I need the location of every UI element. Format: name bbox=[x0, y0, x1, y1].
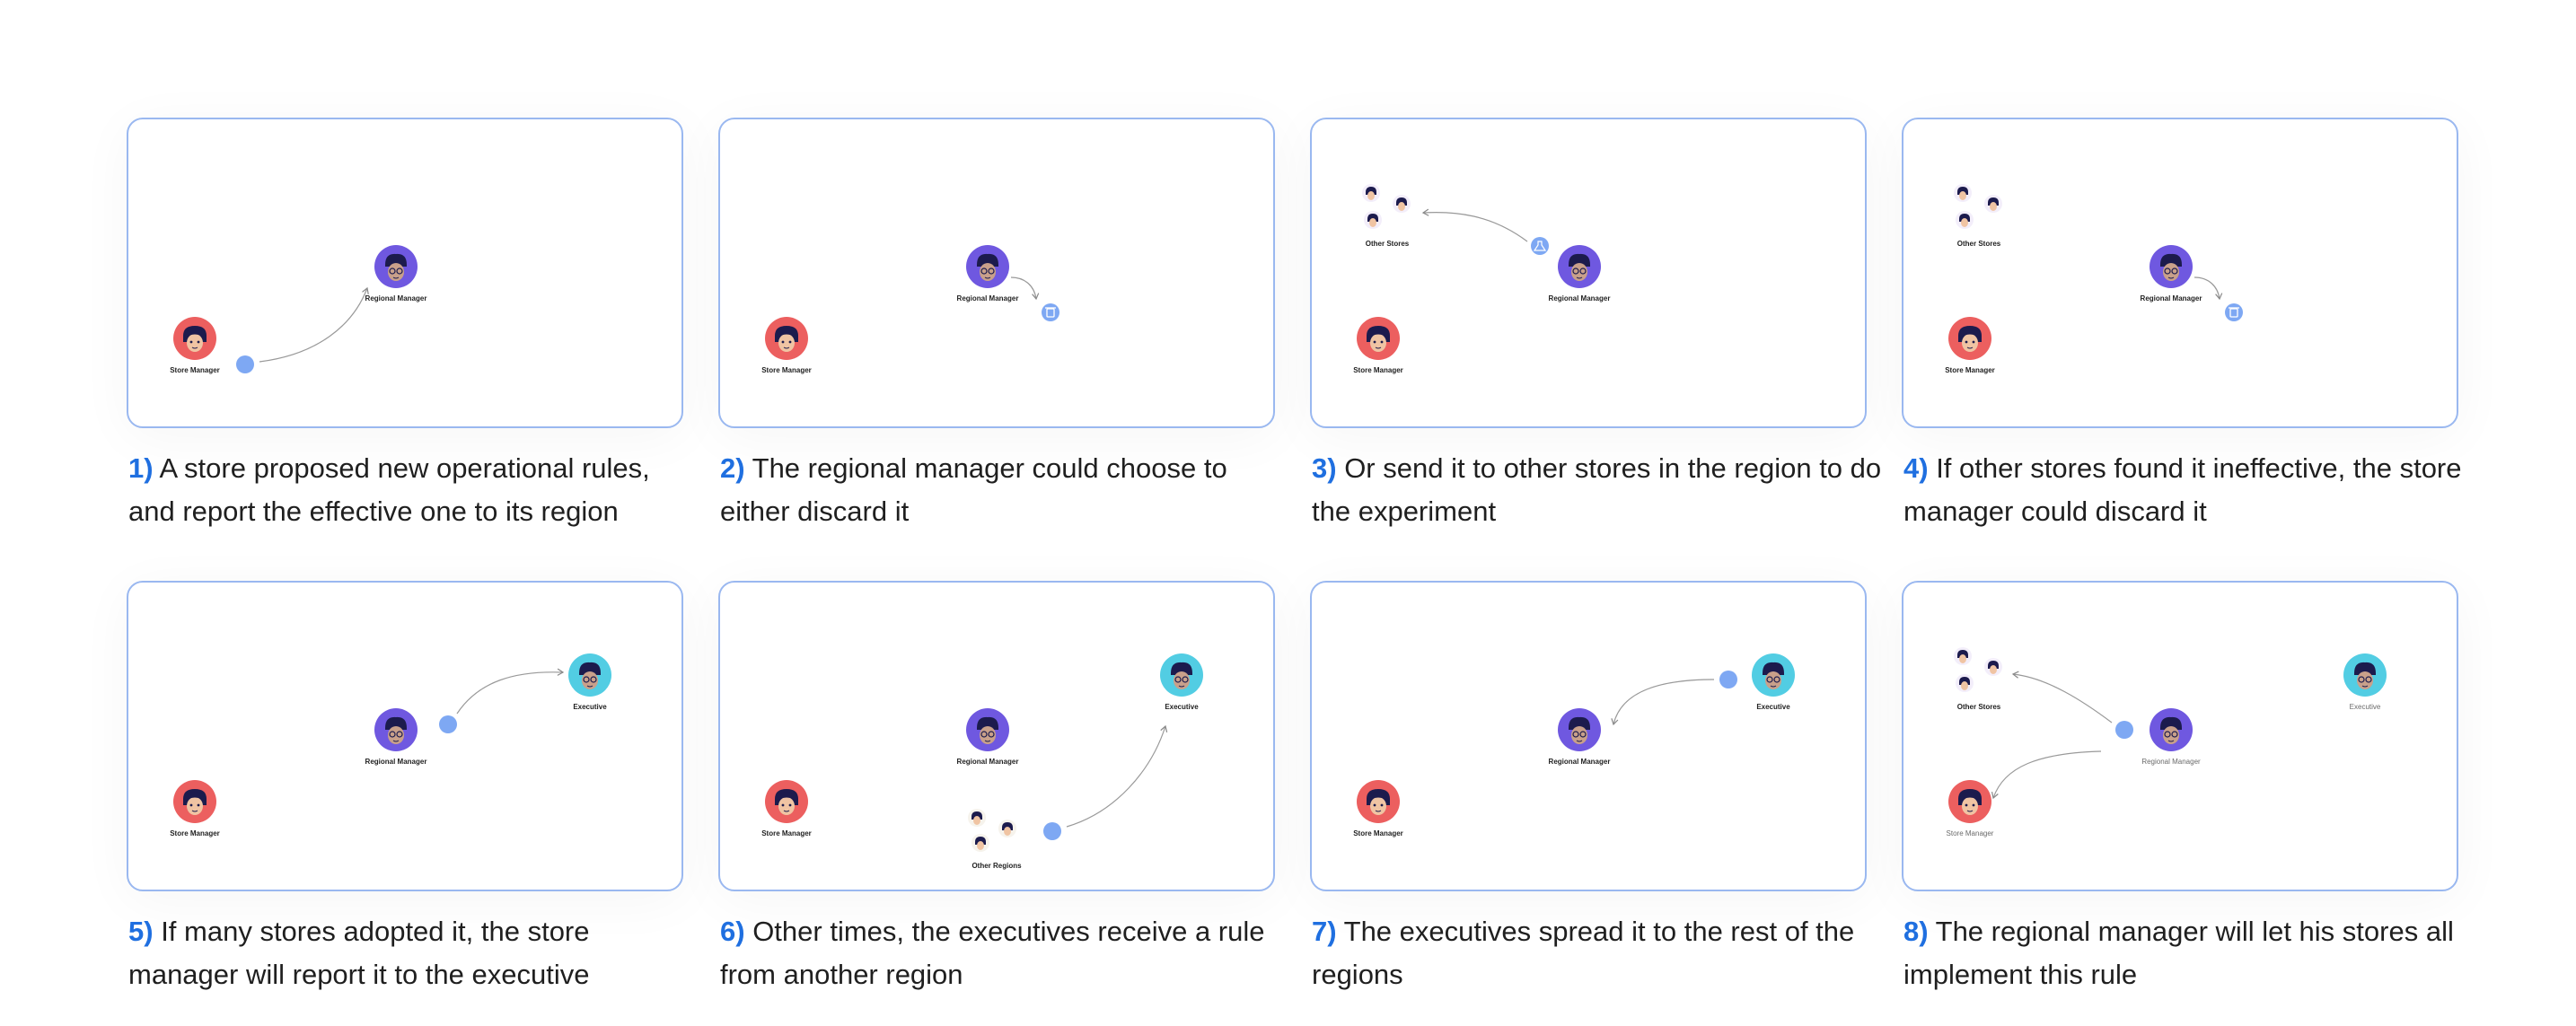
store-manager-avatar: Store Manager bbox=[1947, 780, 1994, 837]
other-stores-label: Other Stores bbox=[1957, 703, 2001, 711]
step-3-caption: 3) Or send it to other stores in the reg… bbox=[1312, 447, 1886, 533]
rule-dot bbox=[2115, 721, 2133, 739]
store-manager-avatar: Store Manager bbox=[1945, 317, 1995, 374]
store-manager-avatar: Store Manager bbox=[761, 780, 812, 837]
regional-manager-label: Regional Manager bbox=[1549, 758, 1611, 766]
flow-arrow bbox=[1010, 276, 1040, 301]
store-manager-label: Store Manager bbox=[1947, 829, 1994, 837]
regional-manager-label: Regional Manager bbox=[2141, 294, 2202, 303]
store-manager-label: Store Manager bbox=[1945, 366, 1995, 374]
regional-manager-label: Regional Manager bbox=[365, 294, 427, 303]
rule-dot bbox=[1043, 822, 1061, 840]
flow-arrow bbox=[1066, 724, 1168, 828]
regional-manager-avatar: Regional Manager bbox=[2141, 708, 2201, 766]
other-regions-group: Other Regions bbox=[968, 809, 1022, 870]
step-number: 5) bbox=[128, 916, 154, 947]
flow-arrow bbox=[1611, 679, 1715, 726]
step-3-card: Other Stores Store Manager Regional Mana… bbox=[1310, 118, 1867, 428]
step-2-card: Store Manager Regional Manager bbox=[718, 118, 1275, 428]
other-regions-label: Other Regions bbox=[971, 862, 1022, 870]
step-number: 2) bbox=[720, 452, 745, 484]
store-manager-label: Store Manager bbox=[170, 829, 220, 837]
step-5-card: Store Manager Regional Manager Executive bbox=[127, 581, 683, 891]
other-stores-group: Other Stores bbox=[1954, 647, 2002, 711]
flow-arrow bbox=[1421, 208, 1528, 242]
step-1-card: Store Manager Regional Manager bbox=[127, 118, 683, 428]
flow-arrow bbox=[259, 286, 369, 363]
regional-manager-avatar: Regional Manager bbox=[2141, 245, 2202, 303]
regional-manager-avatar: Regional Manager bbox=[957, 708, 1019, 766]
step-number: 3) bbox=[1312, 452, 1337, 484]
regional-manager-avatar: Regional Manager bbox=[1549, 708, 1611, 766]
executive-label: Executive bbox=[573, 703, 607, 711]
other-stores-label: Other Stores bbox=[1366, 240, 1410, 248]
step-text: The executives spread it to the rest of … bbox=[1312, 916, 1855, 990]
flow-arrow-to-store-manager bbox=[1991, 750, 2102, 800]
store-manager-label: Store Manager bbox=[170, 366, 220, 374]
step-5-caption: 5) If many stores adopted it, the store … bbox=[128, 910, 703, 996]
store-manager-label: Store Manager bbox=[1353, 829, 1403, 837]
step-number: 7) bbox=[1312, 916, 1337, 947]
regional-manager-label: Regional Manager bbox=[1549, 294, 1611, 303]
rule-dot bbox=[439, 715, 457, 733]
rule-dot bbox=[236, 355, 254, 373]
trash-icon bbox=[1042, 303, 1059, 321]
executive-avatar: Executive bbox=[568, 653, 611, 711]
store-manager-avatar: Store Manager bbox=[1353, 780, 1403, 837]
executive-label: Executive bbox=[1756, 703, 1790, 711]
step-text: If other stores found it ineffective, th… bbox=[1903, 452, 2462, 527]
regional-manager-avatar: Regional Manager bbox=[957, 245, 1019, 303]
regional-manager-avatar: Regional Manager bbox=[365, 245, 427, 303]
store-manager-avatar: Store Manager bbox=[761, 317, 812, 374]
executive-avatar: Executive bbox=[2343, 653, 2387, 711]
flask-icon bbox=[1531, 237, 1549, 255]
executive-avatar: Executive bbox=[1160, 653, 1203, 711]
executive-label: Executive bbox=[1165, 703, 1199, 711]
step-number: 1) bbox=[128, 452, 154, 484]
regional-manager-label: Regional Manager bbox=[365, 758, 427, 766]
regional-manager-label: Regional Manager bbox=[2141, 758, 2201, 766]
other-stores-label: Other Stores bbox=[1957, 240, 2001, 248]
step-8-caption: 8) The regional manager will let his sto… bbox=[1903, 910, 2478, 996]
other-stores-group: Other Stores bbox=[1362, 184, 1411, 248]
step-number: 8) bbox=[1903, 916, 1929, 947]
step-2-caption: 2) The regional manager could choose to … bbox=[720, 447, 1295, 533]
regional-manager-label: Regional Manager bbox=[957, 294, 1019, 303]
step-4-caption: 4) If other stores found it ineffective,… bbox=[1903, 447, 2478, 533]
executive-avatar: Executive bbox=[1752, 653, 1795, 711]
store-manager-label: Store Manager bbox=[761, 366, 812, 374]
store-manager-label: Store Manager bbox=[761, 829, 812, 837]
step-4-card: Other Stores Store Manager Regional Mana… bbox=[1902, 118, 2458, 428]
step-6-card: Store Manager Regional Manager Executive… bbox=[718, 581, 1275, 891]
step-text: If many stores adopted it, the store man… bbox=[128, 916, 590, 990]
step-text: Or send it to other stores in the region… bbox=[1312, 452, 1882, 527]
step-number: 6) bbox=[720, 916, 745, 947]
flow-arrow bbox=[456, 668, 565, 715]
step-number: 4) bbox=[1903, 452, 1929, 484]
step-1-caption: 1) A store proposed new operational rule… bbox=[128, 447, 703, 533]
rule-dot bbox=[1719, 671, 1737, 688]
other-stores-group: Other Stores bbox=[1954, 184, 2002, 248]
store-manager-avatar: Store Manager bbox=[1353, 317, 1403, 374]
trash-icon bbox=[2225, 303, 2243, 321]
step-7-caption: 7) The executives spread it to the rest … bbox=[1312, 910, 1886, 996]
flow-arrow-to-stores bbox=[2011, 671, 2113, 723]
step-7-card: Store Manager Regional Manager Executive bbox=[1310, 581, 1867, 891]
store-manager-avatar: Store Manager bbox=[170, 780, 220, 837]
step-text: The regional manager could choose to eit… bbox=[720, 452, 1227, 527]
step-text: Other times, the executives receive a ru… bbox=[720, 916, 1265, 990]
executive-label: Executive bbox=[2350, 703, 2381, 711]
step-text: A store proposed new operational rules, … bbox=[128, 452, 650, 527]
store-manager-avatar: Store Manager bbox=[170, 317, 220, 374]
step-6-caption: 6) Other times, the executives receive a… bbox=[720, 910, 1295, 996]
step-8-card: Other Stores Store Manager Regional Mana… bbox=[1902, 581, 2458, 891]
store-manager-label: Store Manager bbox=[1353, 366, 1403, 374]
regional-manager-avatar: Regional Manager bbox=[365, 708, 427, 766]
step-text: The regional manager will let his stores… bbox=[1903, 916, 2454, 990]
regional-manager-label: Regional Manager bbox=[957, 758, 1019, 766]
regional-manager-avatar: Regional Manager bbox=[1549, 245, 1611, 303]
flow-arrow bbox=[2194, 276, 2223, 301]
